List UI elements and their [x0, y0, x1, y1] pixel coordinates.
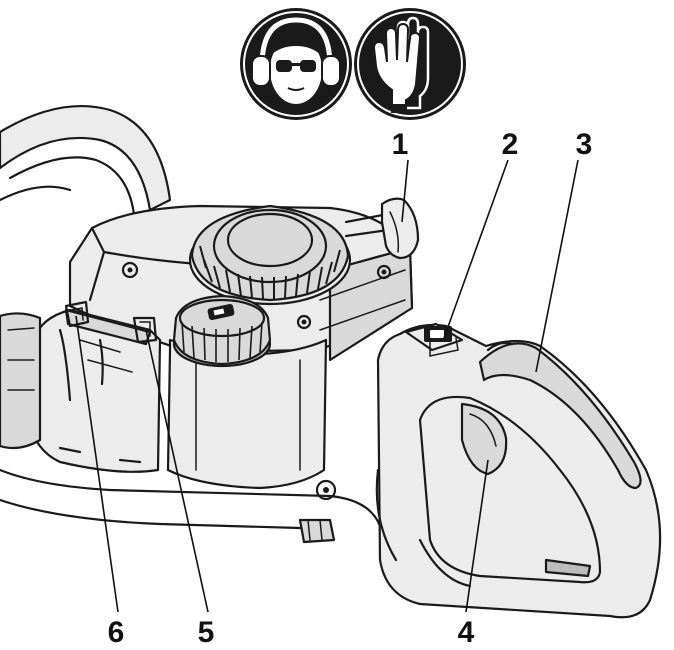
- callout-2: 2: [502, 128, 519, 161]
- rear-handle: [375, 323, 662, 619]
- throttle-lockout: [486, 341, 514, 352]
- stop-switch: [404, 322, 464, 357]
- leader-line-5: [145, 329, 209, 613]
- starter-handle: [344, 197, 420, 260]
- leader-line-6: [75, 315, 119, 613]
- leader-line-4: [465, 459, 489, 613]
- carburettor-area: [58, 446, 337, 544]
- protective-gloves-icon: [354, 8, 466, 120]
- callout-3: 3: [576, 128, 593, 161]
- leader-lines: [75, 159, 579, 613]
- gear-housing: [0, 312, 382, 530]
- ear-and-eye-protection-icon: [240, 8, 352, 120]
- leader-line-3: [535, 159, 579, 373]
- callout-4: 4: [458, 616, 475, 649]
- leader-line-2: [443, 159, 509, 339]
- fuel-pump-lever: [64, 300, 90, 328]
- choke-lever: [132, 316, 158, 344]
- starter-recoil-cover: [188, 204, 352, 306]
- front-handle: [0, 104, 172, 216]
- callout-6: 6: [108, 616, 125, 649]
- callout-5: 5: [198, 616, 215, 649]
- callout-1: 1: [392, 128, 409, 161]
- fuel-cap: [172, 294, 272, 368]
- leader-line-1: [401, 159, 409, 223]
